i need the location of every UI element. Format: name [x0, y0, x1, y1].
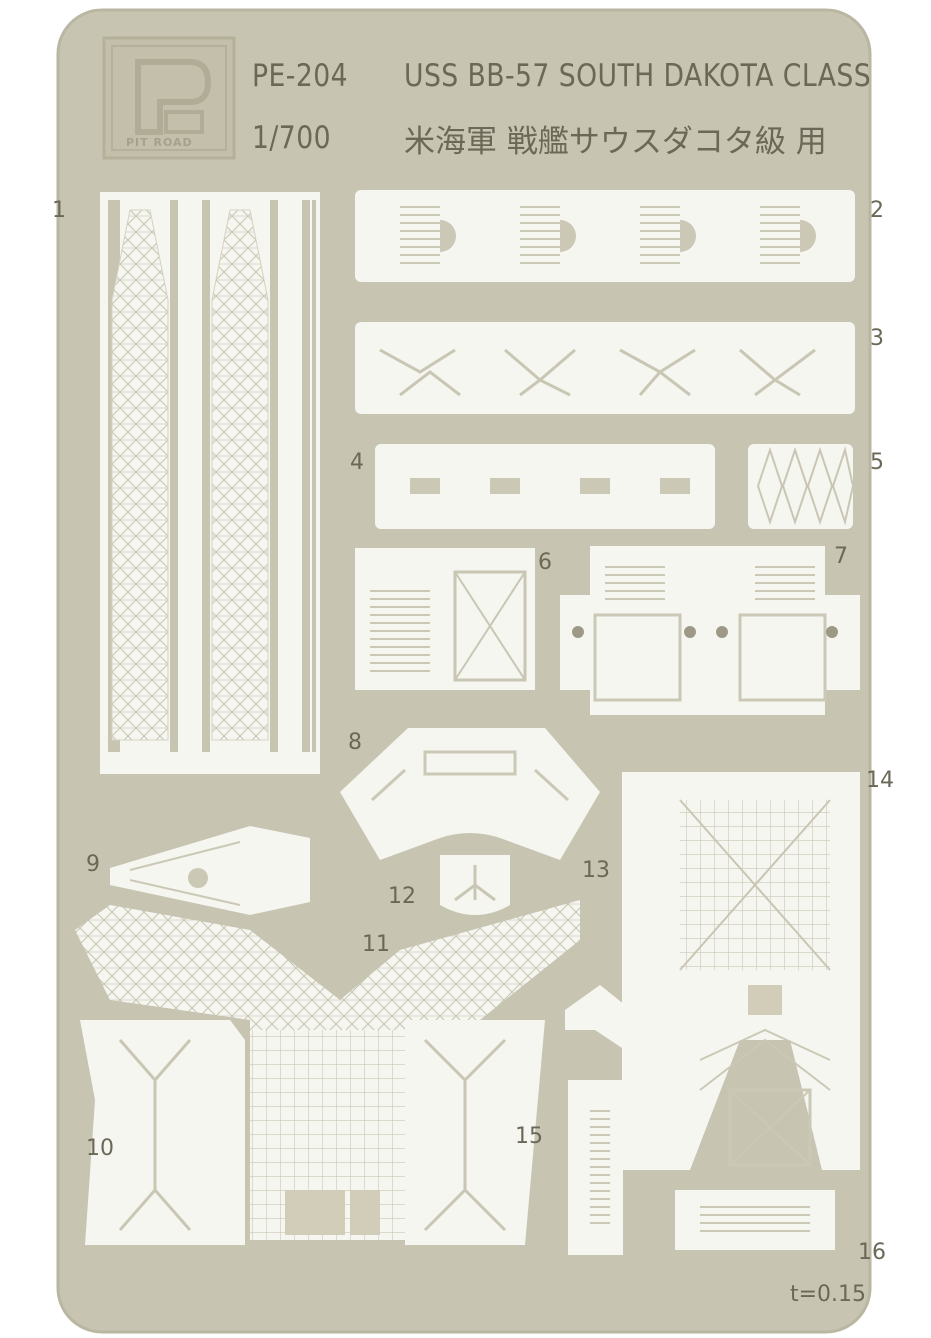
part-number-4: 4 [350, 450, 364, 475]
part-number-2: 2 [870, 198, 884, 223]
part-number-9: 9 [86, 852, 100, 877]
part-number-14: 14 [866, 768, 894, 793]
part-3-crane-frames [355, 322, 855, 414]
part-15-support [405, 1020, 545, 1245]
part-number-16: 16 [858, 1240, 886, 1265]
part-number-15: 15 [515, 1124, 543, 1149]
part-7-platforms [560, 546, 860, 715]
part-number-11: 11 [362, 932, 390, 957]
part-number-8: 8 [348, 730, 362, 755]
scale-label: 1/700 [252, 120, 331, 156]
part-number-1: 1 [52, 198, 66, 223]
part-10-support [80, 1020, 245, 1245]
part-12-tripod [440, 855, 510, 915]
part-9-spreader [110, 826, 310, 915]
part-14-platform [622, 772, 860, 1170]
sheet-title: USS BB-57 SOUTH DAKOTA CLASS [404, 58, 872, 94]
part-13-arm [565, 985, 625, 1050]
part-number-13: 13 [582, 858, 610, 883]
pitroad-logo [102, 36, 236, 160]
logo-brand-text: PIT ROAD [126, 136, 193, 149]
part-number-10: 10 [86, 1136, 114, 1161]
part-8-octagon-platform [340, 728, 600, 860]
part-number-7: 7 [834, 544, 848, 569]
part-number-3: 3 [870, 326, 884, 351]
part-number-5: 5 [870, 450, 884, 475]
part-4-strip [375, 444, 715, 529]
part-number-6: 6 [538, 550, 552, 575]
part-1-lattice-masts [100, 192, 320, 774]
subtitle-japanese: 米海軍 戦艦サウスダコタ級 用 [404, 124, 827, 160]
part-code: PE-204 [252, 58, 349, 94]
part-15-strip [568, 1080, 623, 1255]
part-number-12: 12 [388, 884, 416, 909]
part-2-railing-strip [355, 190, 855, 282]
part-5-diamond-parts [748, 444, 855, 529]
part-16-strip [675, 1190, 835, 1250]
part-6-platform [355, 548, 535, 690]
thickness-label: t=0.15 [790, 1282, 867, 1307]
